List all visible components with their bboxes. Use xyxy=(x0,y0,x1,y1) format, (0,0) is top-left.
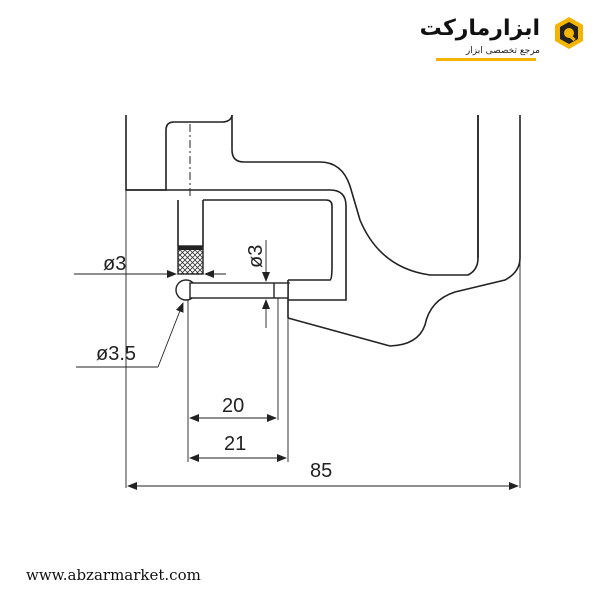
anvil-rod xyxy=(189,282,289,299)
extension-lines xyxy=(125,190,521,488)
gauge-body xyxy=(125,115,521,347)
label-21: 21 xyxy=(224,433,246,455)
logo-mark-icon xyxy=(555,17,583,49)
brand-tagline: مرجع تخصصی ابزار xyxy=(465,46,540,56)
brand-name: ابزارمارکت xyxy=(419,16,540,41)
brand-underline xyxy=(436,58,536,61)
label-85: 85 xyxy=(310,460,332,482)
label-anvil-dia: ø3 xyxy=(245,245,267,268)
knurled-tip xyxy=(177,245,204,275)
label-spindle-dia: ø3 xyxy=(103,253,126,275)
website-url: www.abzarmarket.com xyxy=(26,566,201,584)
label-ball-dia: ø3.5 xyxy=(96,343,136,365)
label-20: 20 xyxy=(222,395,244,417)
dim-anvil-dia xyxy=(240,240,290,328)
dim-ball-dia xyxy=(76,302,184,368)
